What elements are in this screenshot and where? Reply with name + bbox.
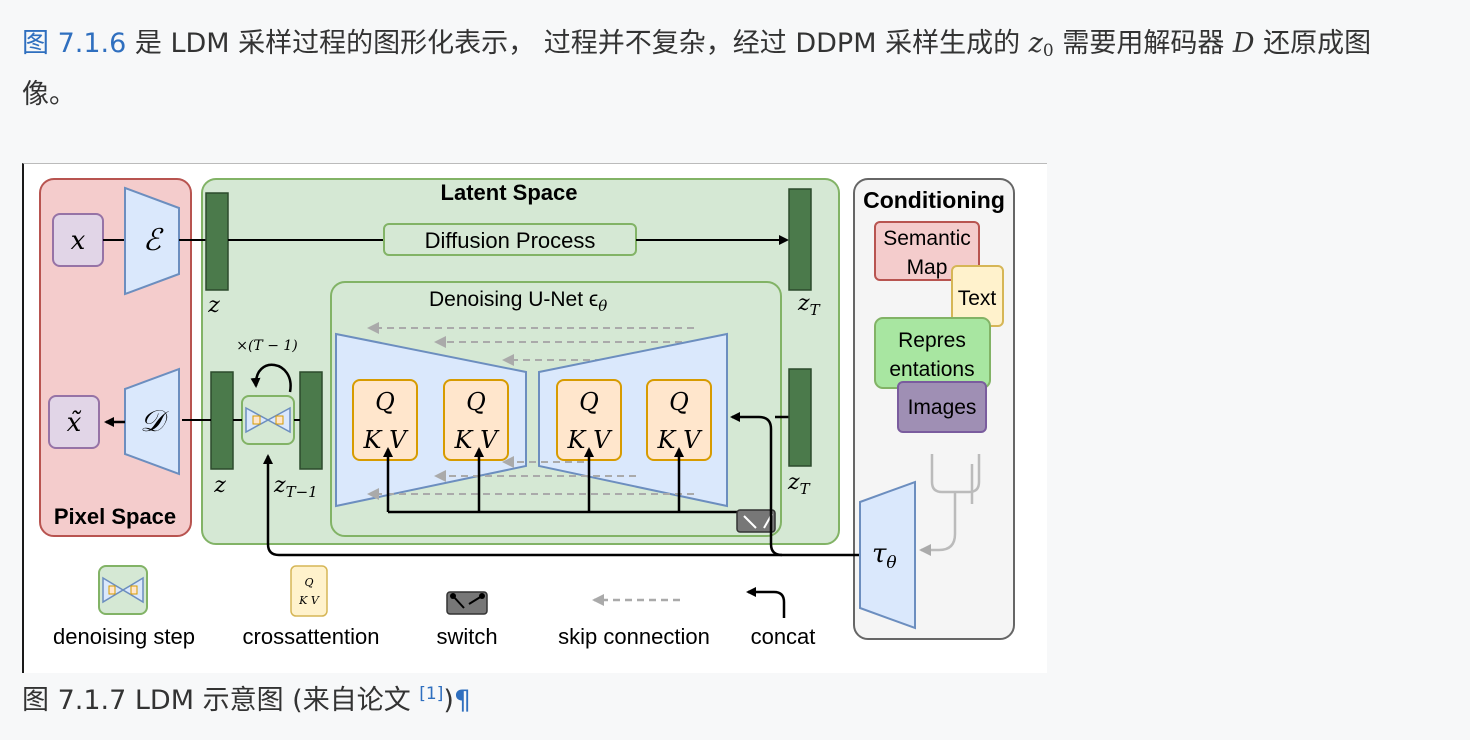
paragraph-text-2: 需要用解码器 <box>1053 28 1233 59</box>
zT1-label: zT−1 <box>273 473 318 501</box>
tau-symbol: τθ <box>872 539 897 573</box>
semantic-map-box: Semantic Map <box>874 221 980 281</box>
representations-box: Repres entations <box>874 317 991 389</box>
switch-icon <box>736 509 776 533</box>
figure-ref-link[interactable]: 图 7.1.6 <box>22 28 127 59</box>
svg-text:K V: K V <box>298 594 320 607</box>
svg-text:Q: Q <box>466 388 486 416</box>
latent-zT1-bar <box>299 371 323 470</box>
zT-label-top: zT <box>797 291 821 319</box>
caption-close: ) <box>443 685 454 716</box>
pixel-space-label: Pixel Space <box>54 504 176 529</box>
diffusion-process-label: Diffusion Process <box>425 228 596 253</box>
zT-label-bottom: zT <box>787 470 811 498</box>
svg-text:Text: Text <box>958 287 997 310</box>
figure-caption: 图 7.1.7 LDM 示意图 (来自论文 [1])¶ <box>22 672 471 723</box>
legend-crossattention-icon: Q K V <box>290 565 328 617</box>
svg-text:Q: Q <box>304 576 313 589</box>
legend-switch-label: switch <box>436 624 497 649</box>
svg-text:entations: entations <box>889 358 974 381</box>
legend-skip-connection-label: skip connection <box>558 624 710 649</box>
ldm-diagram-figure: Pixel Space Latent Space Conditioning x … <box>22 163 1047 673</box>
svg-text:Q: Q <box>669 388 689 416</box>
ldm-diagram: Pixel Space Latent Space Conditioning x … <box>39 178 1015 649</box>
crossattention-block-4: Q K V <box>646 379 712 461</box>
svg-text:K V: K V <box>454 426 501 454</box>
crossattention-block-3: Q K V <box>556 379 622 461</box>
caption-text: 图 7.1.7 LDM 示意图 (来自论文 <box>22 685 420 716</box>
text-box: Text <box>951 265 1004 327</box>
latent-z-bar-bottom <box>210 371 234 470</box>
paragraph-text-1: 是 LDM 采样过程的图形化表示， 过程并不复杂，经过 DDPM 采样生成的 <box>126 28 1029 59</box>
tau-encoder-block <box>859 480 916 630</box>
svg-text:Images: Images <box>908 396 977 419</box>
svg-text:Repres: Repres <box>898 329 966 352</box>
x-symbol: x <box>71 226 86 256</box>
legend-concat-icon <box>746 587 786 618</box>
conditioning-label: Conditioning <box>863 187 1005 213</box>
svg-text:Q: Q <box>579 388 599 416</box>
decoder-block <box>124 367 180 476</box>
latent-space-label: Latent Space <box>441 180 578 205</box>
legend-switch-icon <box>446 591 488 615</box>
z0-symbol: z0 <box>1028 28 1054 61</box>
x-tilde-symbol: x̃ <box>67 408 82 438</box>
crossattention-block-1: Q K V <box>352 379 418 461</box>
x-tilde-output-box <box>48 395 100 449</box>
pilcrow-link[interactable]: ¶ <box>453 685 472 716</box>
citation-link[interactable]: [1] <box>419 684 444 704</box>
unet-title: Denoising U-Net ϵθ <box>429 288 607 315</box>
latent-z-bar <box>205 192 229 291</box>
latent-zT-bar-bottom <box>788 368 812 467</box>
encoder-block <box>124 186 180 296</box>
encoder-symbol: ℰ <box>143 223 164 258</box>
svg-text:K V: K V <box>363 426 410 454</box>
svg-text:Map: Map <box>907 256 948 279</box>
images-box: Images <box>897 381 987 433</box>
z-label-bottom: z <box>213 473 226 498</box>
legend-denoising-step-icon <box>98 565 148 615</box>
svg-text:Semantic: Semantic <box>883 227 971 250</box>
z-label-top: z <box>207 293 220 318</box>
crossattention-block-2: Q K V <box>443 379 509 461</box>
legend-denoising-step-label: denoising step <box>53 624 195 649</box>
d-symbol: D <box>1232 28 1255 59</box>
svg-text:Q: Q <box>375 388 395 416</box>
latent-zT-bar <box>788 188 812 291</box>
loop-label: ×(T − 1) <box>236 338 298 354</box>
denoising-step-block <box>241 395 295 445</box>
legend-concat-label: concat <box>751 624 816 649</box>
paragraph-text-3: 还原成图像。 <box>22 28 1372 110</box>
intro-paragraph: 图 7.1.6 是 LDM 采样过程的图形化表示， 过程并不复杂，经过 DDPM… <box>22 22 1402 117</box>
legend-crossattention-label: crossattention <box>243 624 380 649</box>
